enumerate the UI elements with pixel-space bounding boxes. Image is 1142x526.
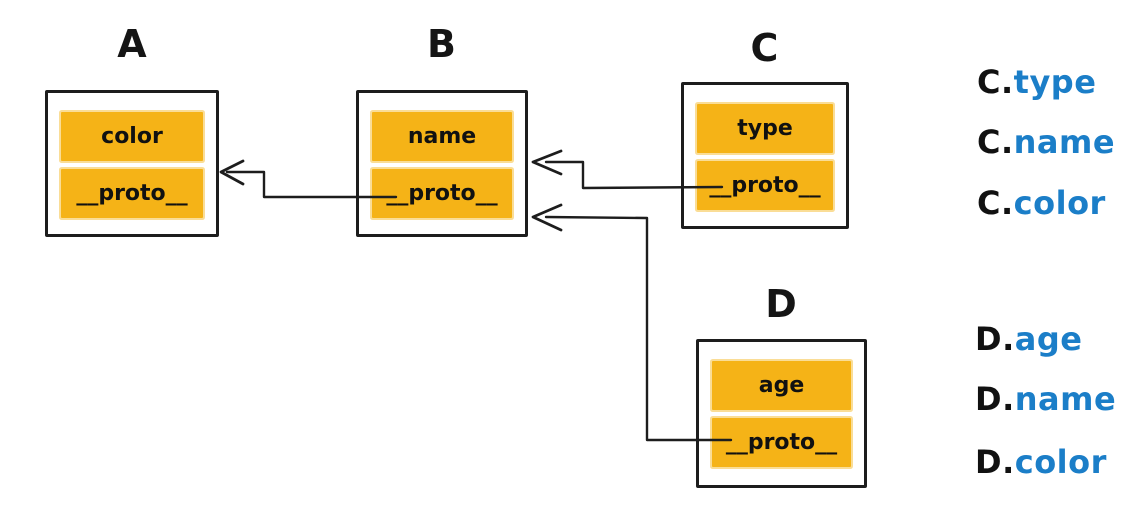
lookup-object: D. — [975, 320, 1015, 358]
lookup-property: name — [1013, 123, 1116, 161]
object-box-a: color __proto__ — [45, 90, 219, 237]
lookup-object: C. — [977, 184, 1014, 222]
lookup-d-name: D.name — [975, 380, 1116, 418]
property-label: color — [101, 124, 163, 149]
object-title-d: D — [765, 282, 798, 326]
property-cell-d-proto: __proto__ — [712, 418, 851, 467]
property-label: __proto__ — [76, 181, 188, 206]
lookup-object: C. — [977, 123, 1014, 161]
property-label: name — [407, 124, 477, 149]
lookup-object: D. — [975, 380, 1015, 418]
property-label: __proto__ — [709, 173, 821, 198]
lookup-d-age: D.age — [975, 320, 1082, 358]
object-box-b: name __proto__ — [356, 90, 528, 237]
property-cell-b-proto: __proto__ — [372, 169, 512, 218]
object-title-b: B — [427, 22, 457, 66]
property-cell-c-type: type — [697, 104, 833, 153]
property-cell-a-color: color — [61, 112, 203, 161]
lookup-c-type: C.type — [977, 63, 1096, 101]
lookup-c-name: C.name — [977, 123, 1115, 161]
object-box-d: age __proto__ — [696, 339, 867, 488]
lookup-property: name — [1014, 380, 1117, 418]
lookup-property: color — [1013, 184, 1106, 222]
property-label: type — [737, 116, 793, 141]
property-label: __proto__ — [386, 181, 498, 206]
property-cell-a-proto: __proto__ — [61, 169, 203, 218]
object-title-c: C — [750, 26, 780, 70]
lookup-d-color: D.color — [975, 443, 1107, 481]
property-cell-c-proto: __proto__ — [697, 161, 833, 210]
property-label: __proto__ — [725, 430, 838, 455]
property-cell-b-name: name — [372, 112, 512, 161]
lookup-object: D. — [975, 443, 1015, 481]
property-label: age — [758, 373, 805, 398]
lookup-property: color — [1014, 443, 1107, 481]
lookup-property: age — [1014, 320, 1083, 358]
lookup-c-color: C.color — [977, 184, 1106, 222]
object-title-a: A — [117, 22, 148, 66]
property-cell-d-age: age — [712, 361, 851, 410]
object-box-c: type __proto__ — [681, 82, 849, 229]
lookup-object: C. — [977, 63, 1014, 101]
lookup-property: type — [1013, 63, 1097, 101]
